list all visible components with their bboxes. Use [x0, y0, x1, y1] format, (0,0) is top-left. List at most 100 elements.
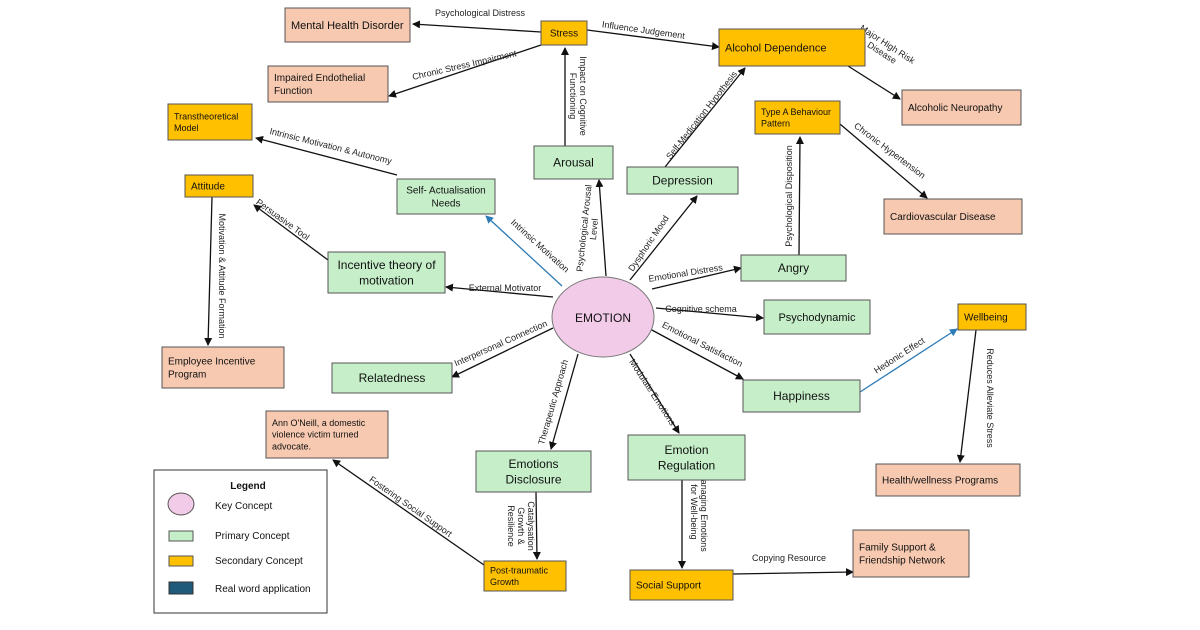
node-box	[284, 7, 411, 43]
node-box	[740, 254, 847, 282]
edge-label-psych-disposition: Psychological Disposition	[784, 145, 794, 247]
edge-interpersonal: Interpersonal Connection	[451, 318, 554, 378]
legend-secondary-swatch	[168, 555, 194, 567]
node-label-impaired-endo-line-1: Impaired Endothelial	[274, 73, 365, 84]
legend-primary-label: Primary Concept	[215, 531, 290, 542]
edge-arrow	[445, 283, 554, 298]
node-arousal: Arousal	[533, 145, 614, 180]
edge-label-catalysation: CatalysationGrowth &Resilience	[506, 501, 536, 551]
node-alcoholic-neuropathy: Alcoholic Neuropathy	[901, 89, 1022, 126]
node-box	[167, 103, 253, 141]
node-box	[184, 174, 254, 198]
edge-arrow	[795, 136, 804, 256]
node-label-alcoholic-neuropathy: Alcoholic Neuropathy	[908, 103, 1003, 114]
node-box	[754, 100, 841, 135]
edge-label-managing-line-1: Managing Emotions	[699, 472, 709, 552]
node-label-alcohol-dependence: Alcohol Dependence	[725, 42, 827, 54]
edge-label-self-medication: Self-Medication Hypothesis	[664, 69, 739, 161]
node-label-relatedness: Relatedness	[359, 371, 426, 385]
node-mental-health: Mental Health Disorder	[284, 7, 411, 43]
edge-label-catalysation-line-3: Resilience	[506, 505, 516, 547]
edge-label-psych-distress: Psychological Distress	[435, 8, 526, 18]
edge-modulate: Modulate Emotions	[627, 353, 680, 434]
node-box	[957, 303, 1027, 331]
node-label-attitude: Attitude	[191, 182, 225, 193]
node-label-social-support: Social Support	[636, 581, 701, 592]
edge-arrow	[586, 29, 720, 51]
edge-arrow	[651, 265, 742, 290]
node-label-wellbeing: Wellbeing	[964, 313, 1008, 324]
legend-key-label: Key Concept	[215, 501, 272, 512]
edge-arrow	[847, 65, 901, 100]
edge-arrow	[956, 329, 977, 463]
edge-arrow	[629, 353, 680, 434]
edge-label-catalysation-line-2: Growth &	[516, 507, 526, 545]
node-emotion: EMOTION	[551, 276, 655, 358]
edge-influence-judgement: Influence Judgement	[586, 19, 720, 51]
edge-label-persuasive-tool: Persuasive Tool	[254, 197, 311, 242]
node-box	[475, 450, 592, 493]
edge-label-impact-cognitive-line-1: Impact on Cognitive	[578, 56, 588, 136]
node-alcohol-dependence: Alcohol Dependence	[718, 28, 866, 67]
node-stress: Stress	[540, 20, 588, 46]
node-label-depression: Depression	[652, 174, 713, 188]
node-box	[883, 198, 1023, 235]
edge-arrow	[839, 123, 928, 199]
edge-psych-disposition: Psychological Disposition	[784, 136, 804, 256]
node-label-psychodynamic: Psychodynamic	[778, 312, 856, 324]
node-box	[540, 20, 588, 46]
edge-chronic-hypertension: Chronic Hypertension	[839, 121, 928, 199]
node-label-stress: Stress	[550, 29, 578, 40]
edge-persuasive-tool: Persuasive Tool	[253, 197, 329, 261]
edge-arrow	[532, 491, 541, 560]
edge-arrow	[485, 215, 563, 287]
node-label-ann-oneill-line-1: Ann O'Neill, a domestic	[272, 418, 366, 428]
edge-self-medication: Self-Medication Hypothesis	[664, 67, 746, 168]
node-label-transtheoretical-line-1: Transtheoretical	[174, 111, 238, 121]
edge-psych-distress: Psychological Distress	[412, 8, 542, 33]
legend-key-swatch	[167, 492, 195, 516]
edge-arrow	[451, 327, 554, 378]
node-box	[852, 529, 970, 578]
edge-motivation-attitude: Motivation & Attitude Formation	[204, 196, 227, 346]
edge-arrow	[655, 307, 764, 322]
edge-label-impact-cognitive: Impact on CognitiveFunctioning	[568, 56, 588, 136]
edge-label-motivation-attitude: Motivation & Attitude Formation	[217, 213, 227, 338]
node-label-type-a-line-1: Type A Behaviour	[761, 107, 831, 117]
edge-cognitive-schema: Cognitive schema	[655, 304, 764, 322]
edge-arrow	[629, 195, 698, 281]
node-label-happiness: Happiness	[773, 389, 830, 403]
node-label-transtheoretical-line-2: Model	[174, 123, 199, 133]
node-label-incentive-theory-line-2: motivation	[359, 274, 414, 288]
edge-external-motivator: External Motivator	[445, 283, 554, 298]
edge-label-emotional-satisfaction: Emotional Satisfaction	[660, 320, 744, 369]
node-label-emotions-disclosure-line-2: Disclosure	[505, 473, 561, 487]
edge-arrow	[664, 67, 746, 168]
node-label-post-traumatic-line-1: Post-traumatic	[490, 565, 549, 575]
edge-arrow	[388, 44, 542, 98]
edge-arrow	[595, 179, 607, 277]
node-health-programs: Health/wellness Programs	[875, 463, 1021, 497]
node-box	[265, 410, 389, 459]
edge-reduces-stress: Reduces Alleviate Stress	[956, 329, 995, 463]
edge-label-fostering: Fostering Social Support	[367, 474, 454, 539]
node-social-support: Social Support	[629, 569, 734, 601]
edge-label-chronic-hypertension: Chronic Hypertension	[852, 121, 927, 181]
node-box	[742, 379, 861, 413]
